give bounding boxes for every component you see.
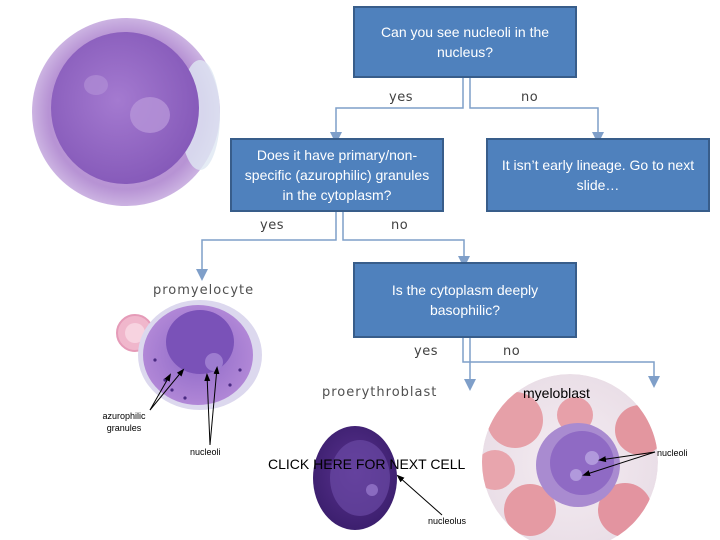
question-basophilic-box: Is the cytoplasm deeply basophilic? — [353, 262, 577, 338]
nucleolus-label: nucleolus — [428, 516, 467, 526]
promyelocyte-image — [116, 300, 262, 410]
not-early-lineage-box[interactable]: It isn’t early lineage. Go to next slide… — [486, 138, 710, 212]
q2-no-label: no — [391, 218, 409, 233]
q3-no-label: no — [503, 344, 521, 359]
q2-yes-label: yes — [260, 218, 284, 233]
question-granules-box: Does it have primary/non-specific (azuro… — [230, 138, 444, 212]
nucleoli-left-label: nucleoli — [190, 447, 221, 457]
blast-cell-image — [32, 18, 220, 206]
question-basophilic-text: Is the cytoplasm deeply basophilic? — [391, 282, 539, 318]
question-nucleoli-box: Can you see nucleoli in the nucleus? — [353, 6, 577, 78]
q1-no-label: no — [521, 90, 539, 105]
nucleoli-right-label: nucleoli — [657, 448, 688, 458]
question-granules-text: Does it have primary/non-specific (azuro… — [244, 147, 430, 203]
promyelocyte-label: promyelocyte — [153, 283, 255, 298]
q1-yes-label: yes — [389, 90, 413, 105]
question-nucleoli-text: Can you see nucleoli in the nucleus? — [380, 24, 550, 60]
proerythroblast-label: proerythroblast — [322, 385, 438, 400]
proerythroblast-image — [313, 426, 397, 530]
q3-yes-label: yes — [414, 344, 438, 359]
next-cell-link[interactable]: CLICK HERE FOR NEXT CELL — [268, 456, 466, 472]
myeloblast-label: myeloblast — [523, 385, 590, 401]
azurophilic-granules-label: azurophilic granules — [102, 411, 146, 433]
not-early-lineage-text: It isn’t early lineage. Go to next slide… — [501, 157, 695, 193]
